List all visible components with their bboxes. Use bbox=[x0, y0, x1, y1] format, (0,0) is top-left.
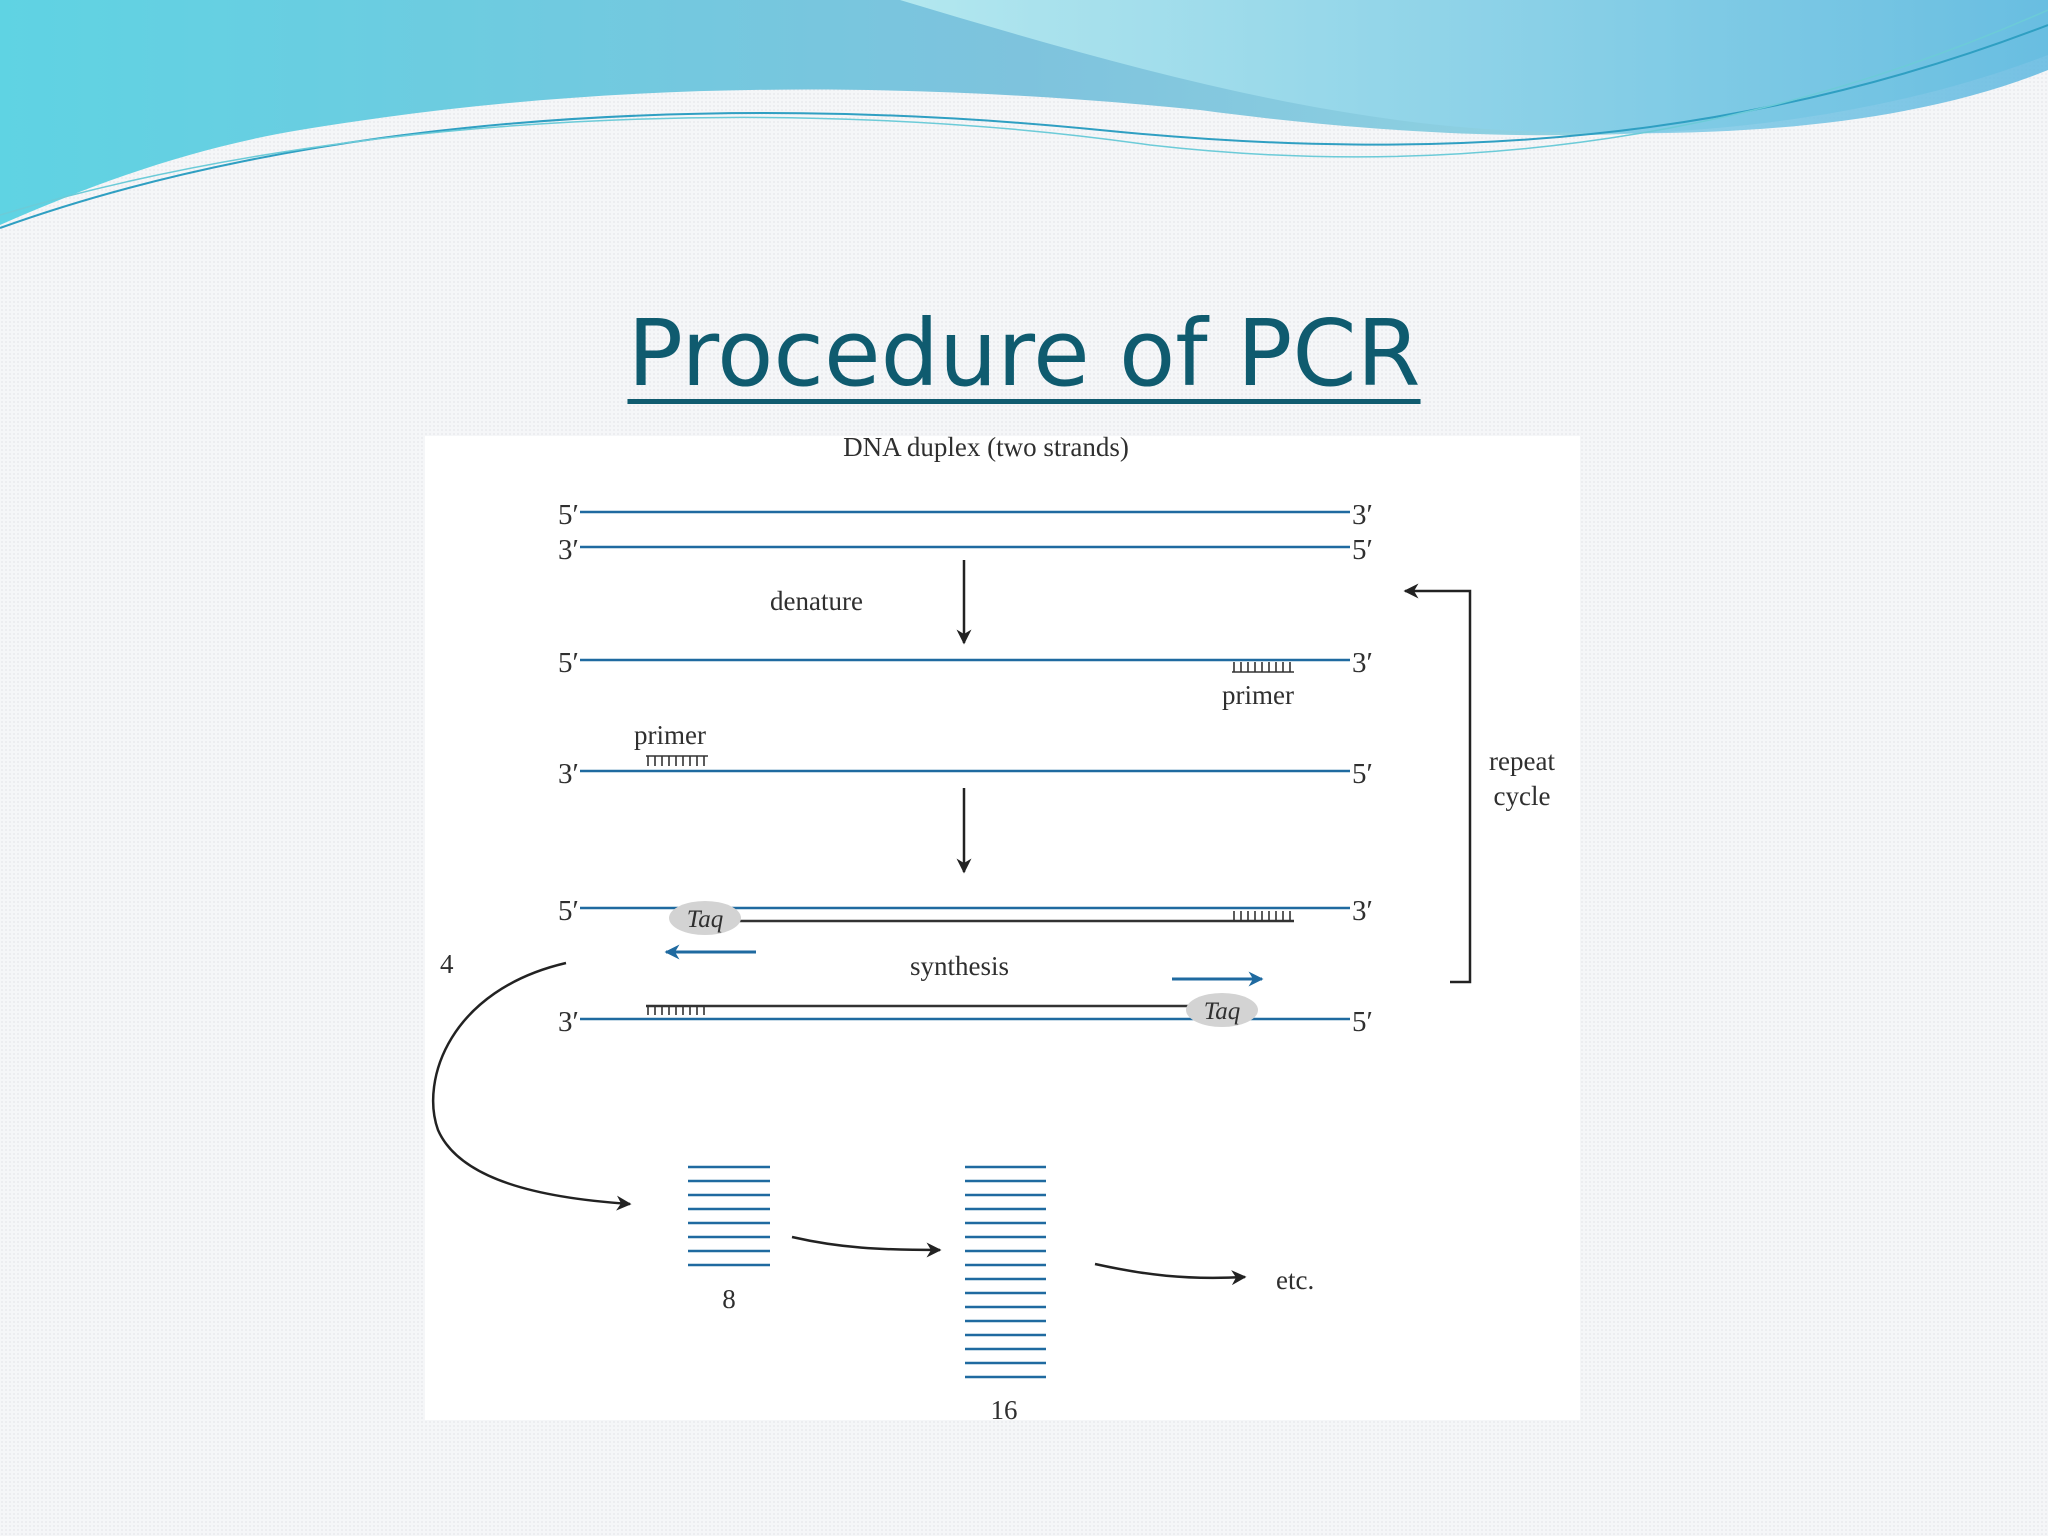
primer-left-label: primer bbox=[634, 720, 706, 750]
single-bottom-3-label: 3′ bbox=[558, 758, 579, 790]
single-bottom-5-label: 5′ bbox=[1352, 758, 1373, 790]
etc-label: etc. bbox=[1276, 1265, 1314, 1295]
pcr-figure-panel bbox=[425, 436, 1580, 1420]
primer-left bbox=[646, 755, 708, 766]
duplex-top-3-label: 3′ bbox=[1352, 499, 1373, 531]
synthesis-bottom-5-label: 5′ bbox=[1352, 1006, 1373, 1038]
single-top-3-label: 3′ bbox=[1352, 647, 1373, 679]
stack-arrow-1 bbox=[791, 1235, 942, 1258]
taq-label-left: Taq bbox=[687, 906, 724, 933]
synthesis-label: synthesis bbox=[910, 951, 1009, 981]
primer-right bbox=[1232, 662, 1294, 673]
slide-title: Procedure of PCR bbox=[627, 300, 1421, 407]
duplex-bottom-5-label: 5′ bbox=[1352, 534, 1373, 566]
repeat-label: repeat bbox=[1489, 746, 1555, 776]
single-top-5-label: 5′ bbox=[558, 647, 579, 679]
amplification-curve-arrow bbox=[431, 961, 632, 1211]
header-wave-decoration bbox=[0, 0, 2048, 229]
synthesis-bottom-3-label: 3′ bbox=[558, 1006, 579, 1038]
duplex-top-5-label: 5′ bbox=[558, 499, 579, 531]
copies-stack-8 bbox=[688, 1165, 770, 1267]
synthesis-top-5-label: 5′ bbox=[558, 895, 579, 927]
stack-arrow-2 bbox=[1094, 1262, 1247, 1286]
copies-stack-16 bbox=[965, 1165, 1046, 1379]
synthesis-primer-top bbox=[1233, 911, 1291, 921]
diagram-heading: DNA duplex (two strands) bbox=[843, 432, 1129, 462]
taq-polymerase-left bbox=[669, 901, 741, 935]
synthesis-primer-bottom bbox=[647, 1005, 705, 1015]
duplex-bottom-3-label: 3′ bbox=[558, 534, 579, 566]
repeat-cycle-bracket bbox=[1403, 583, 1472, 984]
cycle-label: cycle bbox=[1494, 781, 1551, 811]
count-16-label: 16 bbox=[991, 1395, 1018, 1425]
taq-label-right: Taq bbox=[1204, 998, 1241, 1025]
cycle-count-label: 4 bbox=[440, 949, 454, 979]
taq-polymerase-right bbox=[1186, 993, 1258, 1027]
denature-label: denature bbox=[770, 586, 863, 616]
count-8-label: 8 bbox=[722, 1284, 736, 1314]
synthesis-top-3-label: 3′ bbox=[1352, 895, 1373, 927]
primer-right-label: primer bbox=[1222, 680, 1294, 710]
